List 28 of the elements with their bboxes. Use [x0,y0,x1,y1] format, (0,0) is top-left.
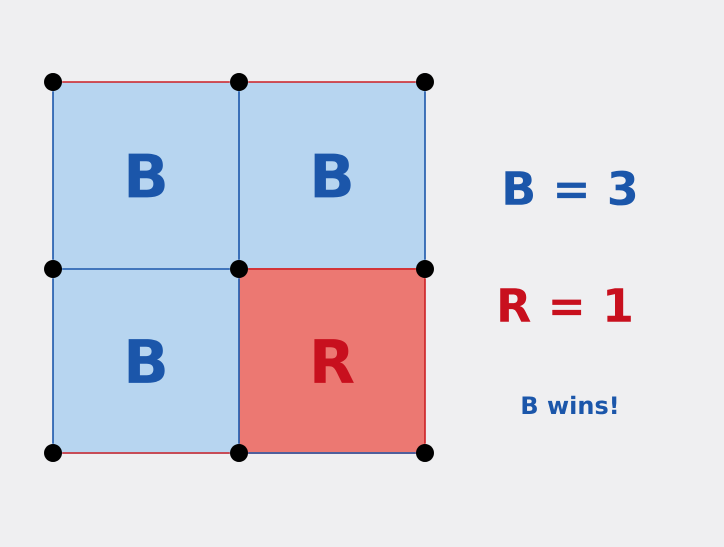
line [248,452,416,454]
dot [230,444,248,462]
dot [44,73,62,91]
line [62,81,230,83]
line [248,268,416,270]
captured-box: R [239,268,425,454]
line [238,278,240,444]
line [424,278,426,444]
dot [44,260,62,278]
dot [230,260,248,278]
score-label: R = 1 [500,288,631,322]
line [248,81,416,83]
result-label: B wins! [522,396,616,414]
line [62,452,230,454]
dot [44,444,62,462]
line [52,278,54,444]
dot [416,444,434,462]
dot [230,73,248,91]
line [424,91,426,260]
line [62,268,230,270]
score-label: B = 3 [505,170,636,206]
captured-box: B [53,268,239,454]
line [52,91,54,260]
dot [416,260,434,278]
captured-box: B [239,82,425,268]
dot [416,73,434,91]
captured-box: B [53,82,239,268]
line [238,91,240,260]
